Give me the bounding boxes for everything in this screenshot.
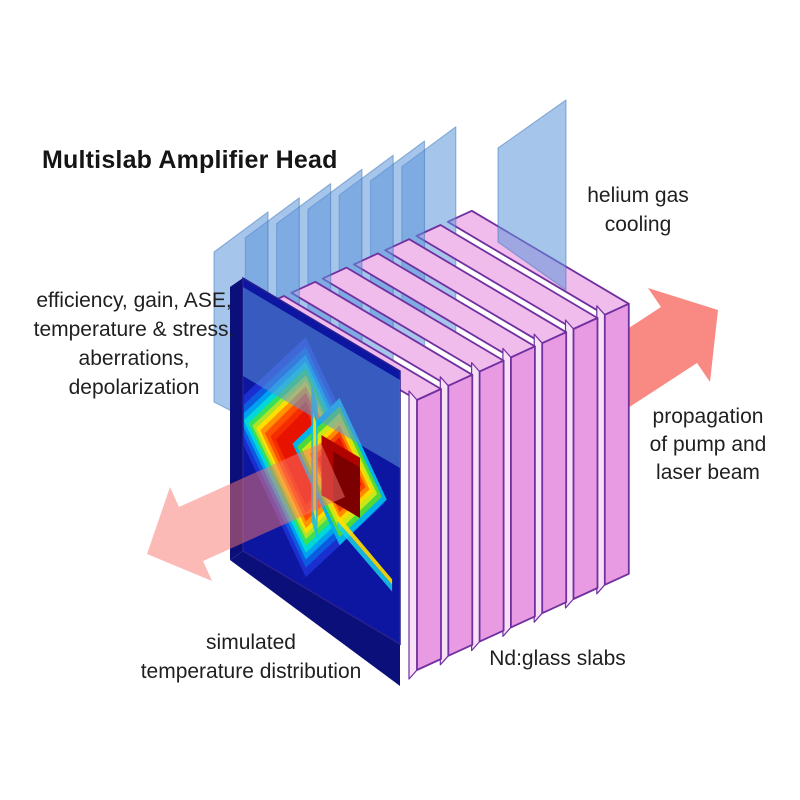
slab-front-face-sliver [408,390,418,680]
left-beam-arrow [147,443,345,581]
heatmap-streak [337,514,393,585]
helium-label-line: cooling [604,213,672,236]
nd-glass-slab [321,266,505,652]
slab-edge-face [572,317,599,600]
page-title: Multislab Amplifier Head [42,146,338,174]
helium-cooling-sheet [243,287,400,468]
propagation-label-line: laser beam [656,461,760,484]
slab-edge-face [416,388,442,671]
helium-label-line: helium gas [587,184,689,207]
propagation-label-line: of pump and [649,433,767,456]
outputs-label-line: efficiency, gain, ASE, [36,289,232,312]
heatmap-face-outline [242,276,401,646]
heatmap-hot-core-shadow [333,451,360,518]
beam-propagation-label: propagation of pump and laser beam [622,403,794,487]
slab-edge-face [509,345,536,629]
temperature-label-line: temperature distribution [140,660,362,683]
heatmap-bottom-edge-face [230,551,400,686]
slab-edge-face [478,359,505,643]
nd-glass-slab [415,224,599,609]
slab-edge-face [541,331,568,615]
simulation-outputs-label: efficiency, gain, ASE, temperature & str… [20,286,248,402]
left-beam-arrow-shape [147,443,345,581]
outputs-label-line: depolarization [68,376,200,399]
temperature-distribution-label: simulated temperature distribution [126,628,376,686]
slab-edge-face [603,302,630,586]
cooling-sheet-overlay [243,287,400,468]
nd-glass-slab [384,238,568,623]
nd-glass-slab [352,252,536,638]
temperature-label-line: simulated [206,631,296,654]
helium-gas-cooling-label: helium gas cooling [548,181,728,239]
heatmap-streak [337,520,393,592]
nd-glass-slabs-label: Nd:glass slabs [489,647,626,670]
propagation-label-line: propagation [652,405,764,428]
slab-edge-face [447,373,474,657]
outputs-label-line: temperature & stress, [33,318,235,341]
helium-cooling-sheet [497,99,567,291]
nd-glass-slab [290,280,474,666]
outputs-label-line: aberrations, [78,347,190,370]
cooling-sheet-shape [497,99,567,291]
